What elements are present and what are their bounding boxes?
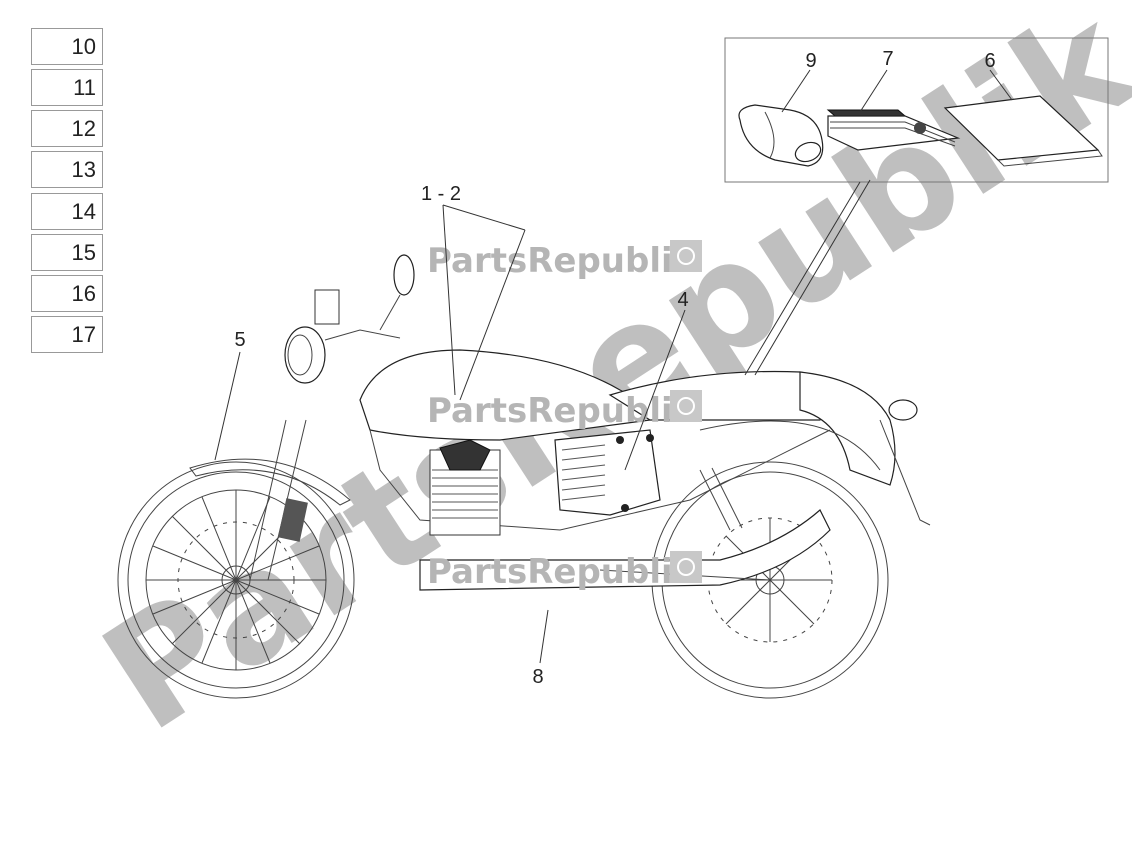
tool-roll[interactable] [738, 104, 824, 167]
svg-text:PartsRepublik: PartsRepublik [427, 391, 697, 431]
callout-9: 9 [805, 50, 816, 72]
accessory-box[interactable] [943, 95, 1103, 167]
inset-frame [724, 37, 1109, 183]
watermark-logo-1: PartsRepublik [427, 240, 702, 281]
ref-box[interactable]: 15 [31, 234, 103, 271]
ref-box[interactable]: 13 [31, 151, 103, 188]
svg-text:PartsRepublik: PartsRepublik [427, 241, 697, 281]
ref-box[interactable]: 17 [31, 316, 103, 353]
svg-text:PartsRepublik: PartsRepublik [427, 552, 697, 592]
ref-box[interactable]: 10 [31, 28, 103, 65]
watermark-logo-2: PartsRepublik [427, 390, 702, 431]
ref-box[interactable]: 16 [31, 275, 103, 312]
owner-manual[interactable] [826, 109, 961, 151]
callout-5: 5 [234, 329, 245, 351]
ref-box[interactable]: 12 [31, 110, 103, 147]
accessory-inset: 9 7 6 [724, 37, 1109, 183]
callout-8: 8 [532, 666, 543, 688]
callout-7: 7 [882, 48, 893, 70]
watermark-logo-3: PartsRepublik [427, 551, 702, 592]
ref-box[interactable]: 14 [31, 193, 103, 230]
callout-1-2: 1 - 2 [421, 183, 461, 205]
callout-4: 4 [677, 289, 688, 311]
ref-box[interactable]: 11 [31, 69, 103, 106]
callout-6: 6 [984, 50, 995, 72]
motorcycle-drawing [117, 254, 931, 699]
